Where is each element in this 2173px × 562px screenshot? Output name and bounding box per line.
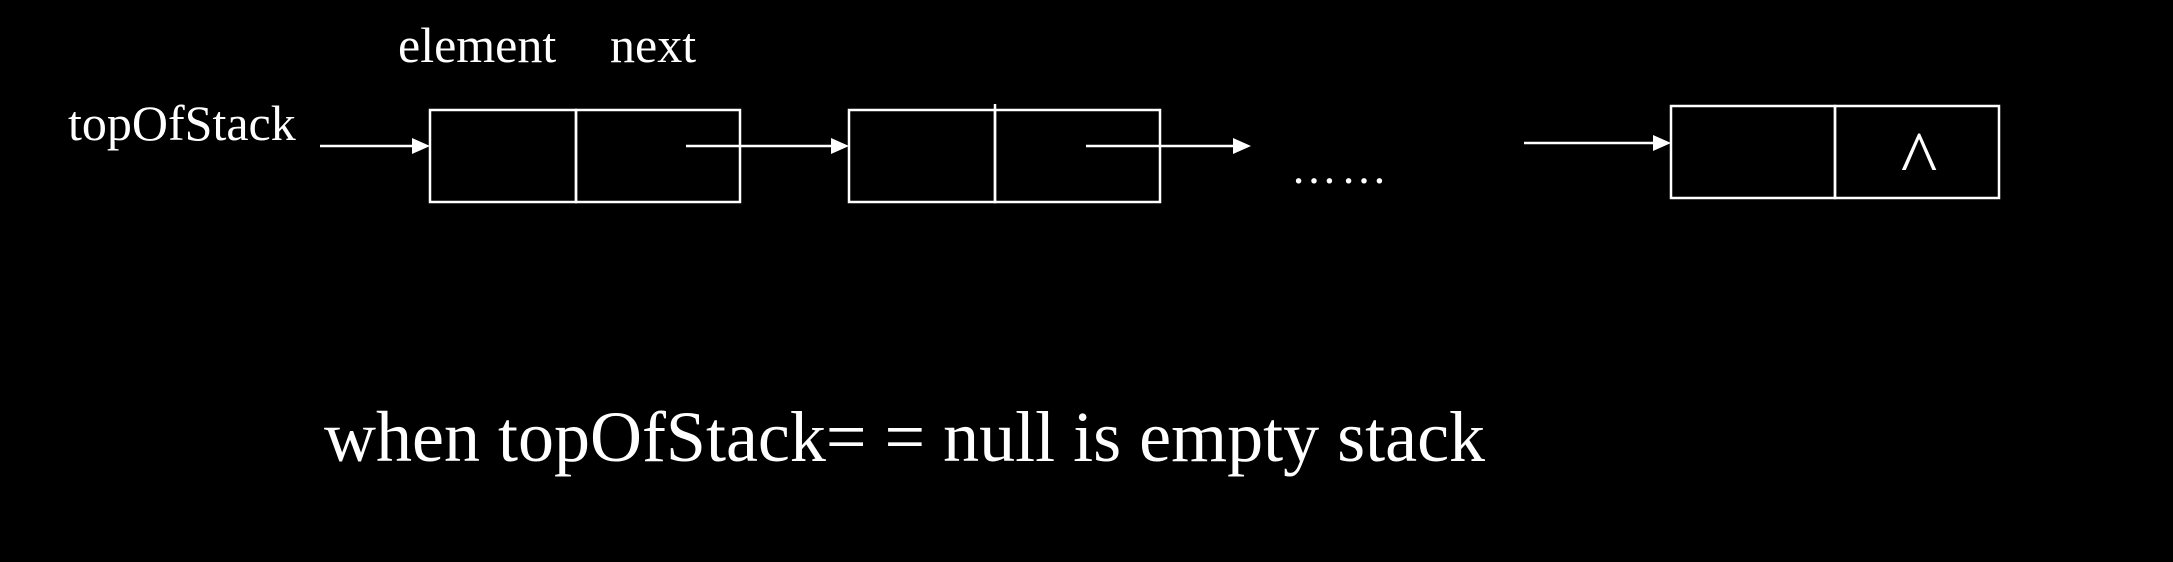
node-1-next-arrow [686,138,849,154]
node-1-element-cell [428,108,578,204]
top-of-stack-label: topOfStack [68,95,296,151]
node-2-next-arrow [1086,138,1251,154]
node-1-next-cell [574,108,742,204]
stack-node-1 [428,108,742,204]
null-pointer-mark: ^ [1901,115,1938,202]
stack-node-last: ^ [1669,104,2001,202]
node-2-element-cell [847,108,997,204]
last-node-arrow [1524,135,1671,151]
element-field-label: element [398,17,556,73]
ellipsis: …… [1291,142,1391,193]
empty-stack-caption: when topOfStack= = null is empty stack [324,397,1485,477]
last-node-element-cell [1669,104,1837,200]
next-field-label: next [610,17,696,73]
last-node-next-cell [1833,104,2001,200]
stack-node-2 [847,104,1162,204]
top-pointer-arrow [320,138,430,154]
node-2-next-cell [993,108,1162,204]
